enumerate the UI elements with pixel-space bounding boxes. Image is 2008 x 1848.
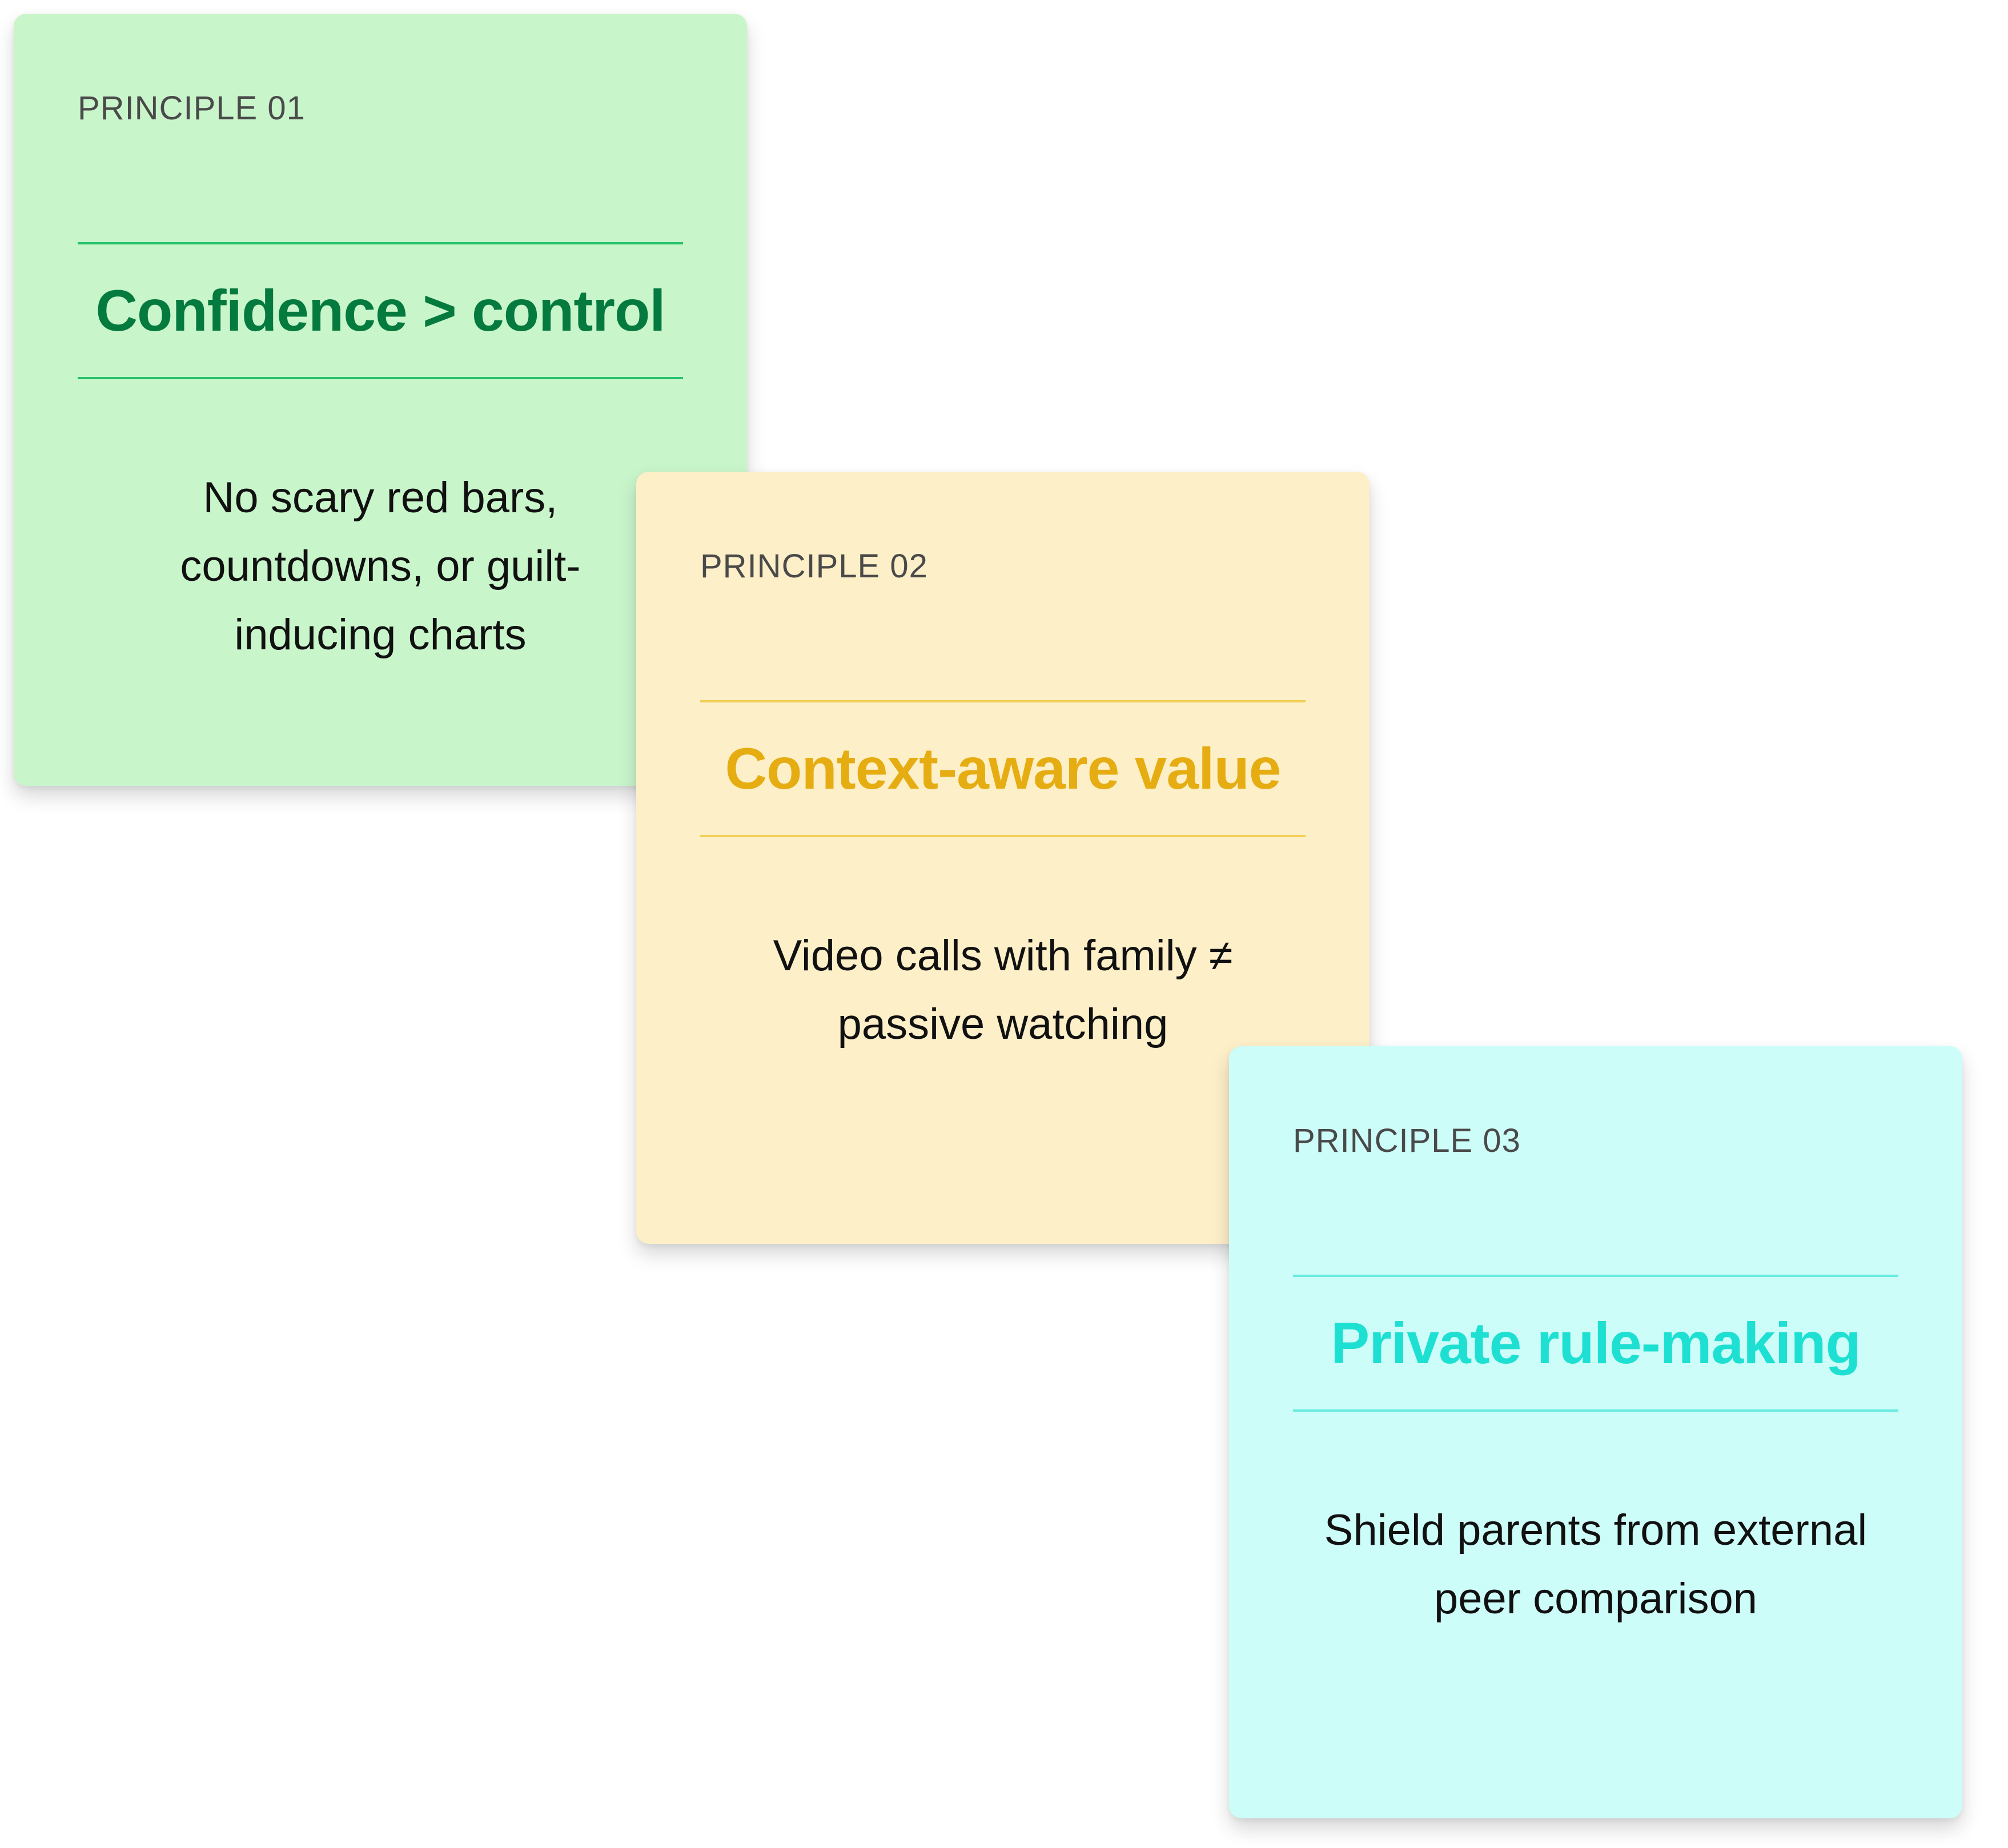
principle-description: Video calls with family ≠ passive watchi… — [773, 931, 1233, 1048]
divider-bottom — [1293, 1409, 1898, 1412]
principle-label: PRINCIPLE 01 — [78, 90, 306, 127]
principle-label: PRINCIPLE 03 — [1293, 1122, 1521, 1159]
principle-title: Context-aware value — [725, 736, 1281, 801]
principle-card-3: PRINCIPLE 03 Private rule-making Shield … — [1229, 1046, 1962, 1818]
principle-description: No scary red bars, countdowns, or guilt-… — [180, 473, 581, 659]
principle-title: Private rule-making — [1331, 1311, 1861, 1376]
principle-description: Shield parents from external peer compar… — [1324, 1506, 1868, 1623]
divider-top — [78, 242, 683, 244]
divider-bottom — [700, 835, 1306, 837]
principle-card-1: PRINCIPLE 01 Confidence > control No sca… — [14, 14, 747, 786]
divider-top — [1293, 1275, 1898, 1277]
divider-bottom — [78, 377, 683, 379]
principle-title: Confidence > control — [95, 278, 665, 343]
principle-label: PRINCIPLE 02 — [700, 548, 928, 585]
divider-top — [700, 700, 1306, 702]
